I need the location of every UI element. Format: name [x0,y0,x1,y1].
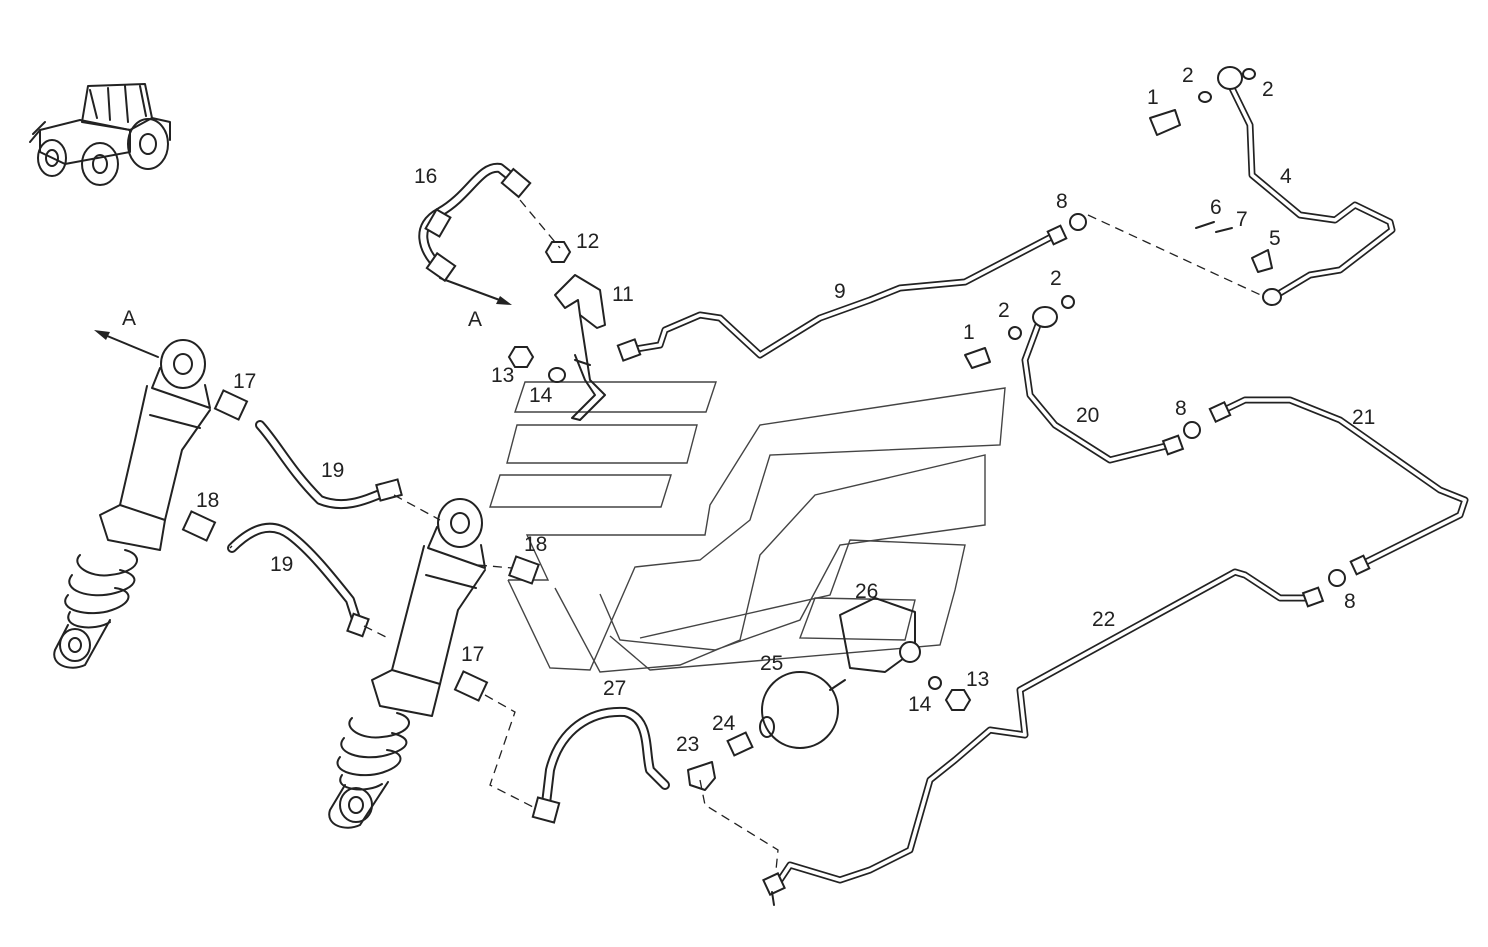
leader-lines [229,199,1266,871]
callout-26: 26 [855,580,878,603]
callout-4: 4 [1280,165,1292,188]
callout-6: 6 [1210,196,1222,219]
hose-16 [418,162,532,283]
callout-23: 23 [676,733,699,756]
callout-19: 19 [321,459,344,482]
pipe-22 [762,568,1325,906]
shock-absorber-icon [53,339,211,669]
callout-14: 14 [529,384,553,407]
callout-1: 1 [963,321,975,344]
callout-11: 11 [612,283,634,306]
brand-chevron-watermark [489,381,1006,673]
callout-21: 21 [1352,406,1375,429]
callout-24: 24 [712,712,736,735]
callout-labels: 1 2 2 4 6 7 5 8 16 12 11 9 13 14 A A 17 … [122,64,1375,756]
callout-25: 25 [760,652,783,675]
callout-27: 27 [603,677,626,700]
pipe-20 [964,295,1201,464]
callout-17: 17 [233,370,256,393]
callout-8: 8 [1344,590,1356,613]
hose-27 [531,706,670,824]
callout-2: 2 [998,299,1010,322]
callout-18: 18 [196,489,219,512]
callout-14: 14 [908,693,932,716]
mounting-bracket-icon [507,241,606,421]
pipe-9 [616,224,1068,362]
callout-22: 22 [1092,608,1115,631]
callout-12: 12 [576,230,599,253]
callout-18: 18 [524,533,547,556]
tractor-icon [29,83,171,186]
callout-16: 16 [414,165,437,188]
callout-2: 2 [1182,64,1194,87]
callout-A: A [468,308,482,331]
callout-2: 2 [1050,267,1062,290]
callout-7: 7 [1236,208,1248,231]
callout-13: 13 [966,668,989,691]
pipe-21 [1208,396,1469,587]
callout-8: 8 [1056,190,1068,213]
callout-13: 13 [491,364,514,387]
callout-19: 19 [270,553,293,576]
direction-arrow-icon [94,277,512,358]
callout-A: A [122,307,136,330]
accumulator-sphere-icon [687,597,972,791]
callout-8: 8 [1175,397,1187,420]
pipe-4 [1069,66,1396,306]
callout-9: 9 [834,280,846,303]
hose-19 [181,389,540,702]
callout-5: 5 [1269,227,1281,250]
callout-1: 1 [1147,86,1159,109]
shock-absorber-icon [328,498,486,829]
callout-17: 17 [461,643,484,666]
callout-2: 2 [1262,78,1274,101]
callout-20: 20 [1076,404,1099,427]
